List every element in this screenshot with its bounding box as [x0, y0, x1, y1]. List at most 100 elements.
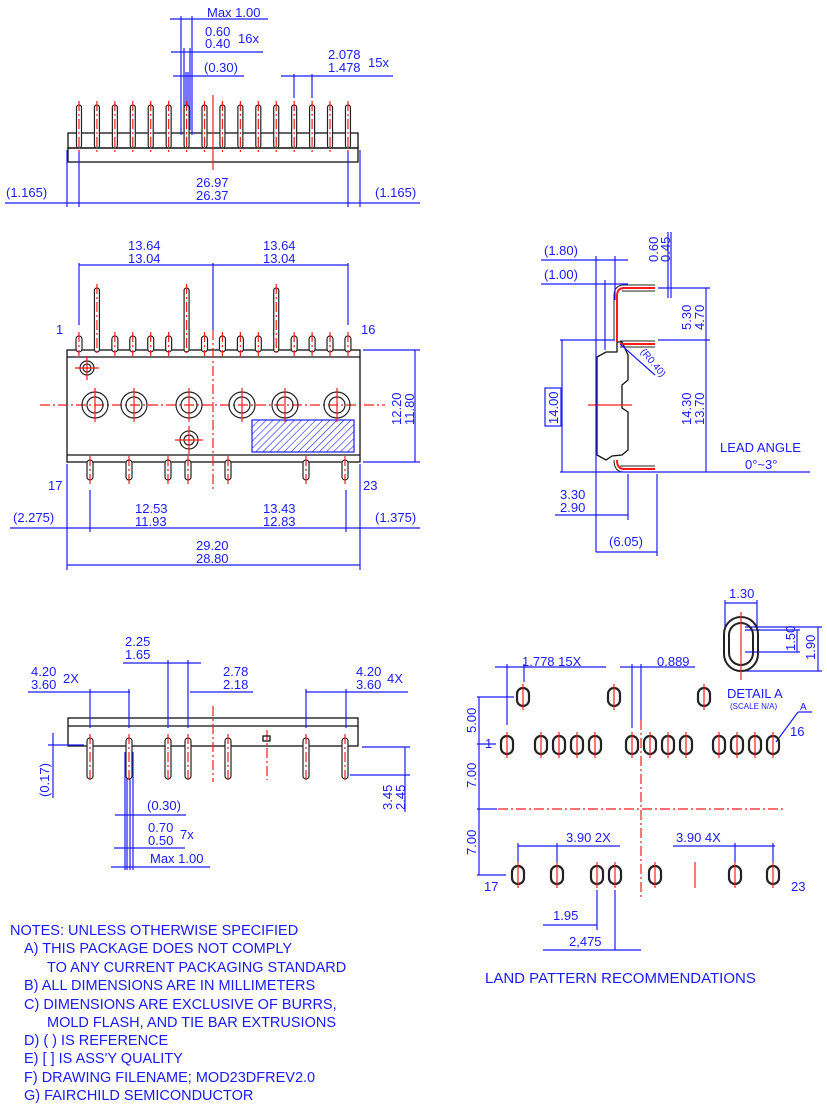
side-lower-min: 13.70: [692, 392, 707, 425]
bottom-left-max: 4.20: [31, 664, 56, 679]
top-span-max: 26.97: [196, 175, 229, 190]
bottom-lead-w-min: 0.50: [148, 833, 173, 848]
bottom-lead-ref: (0.30): [147, 798, 181, 813]
top-max-width: Max 1.00: [207, 5, 260, 20]
note-line: TO ANY CURRENT PACKAGING STANDARD: [47, 960, 346, 976]
front-bottom-left-min: 11.93: [135, 514, 167, 529]
bottom-max-width: Max 1.00: [150, 851, 203, 866]
top-lead-width-min: 0.40: [205, 36, 230, 51]
side-upper-max: 5.30: [679, 305, 694, 330]
side-lead-t-max: 0.60: [646, 237, 661, 262]
detail-a-title: DETAIL A: [727, 686, 783, 701]
land-pattern: 1.778 15X 0.889 5.00 7.00 7.00 1 16 17 2…: [464, 586, 822, 987]
land-center-to-lower: 7.00: [464, 830, 479, 855]
pin-label-23: 23: [363, 478, 377, 493]
bottom-right-count: 4X: [387, 671, 403, 686]
note-line: F) DRAWING FILENAME; MOD23DFREV2.0: [24, 1070, 315, 1086]
note-line: B) ALL DIMENSIONS ARE IN MILLIMETERS: [24, 978, 315, 994]
detail-a-scale: (SCALE N/A): [730, 702, 777, 711]
pin-label-16: 16: [361, 322, 375, 337]
front-view: 13.64 13.04 13.64 13.04 1 16 17 23 12.20…: [10, 238, 420, 570]
land-dimension-lines: [477, 600, 822, 951]
side-body-outline: [596, 341, 629, 461]
bottom-mid-max: 2.78: [223, 664, 248, 679]
bottom-lead-w-max: 0.70: [148, 820, 173, 835]
land-upper-to-center: 7.00: [464, 763, 479, 788]
hatched-marking-area: [251, 419, 355, 453]
side-basic-height: 14.00: [546, 391, 561, 424]
bottom-right-min: 3.60: [356, 677, 381, 692]
top-lead-ref: (0.30): [204, 60, 238, 75]
bottom-lead-w-count: 7x: [180, 827, 194, 842]
side-ref-100: (1.00): [544, 267, 578, 282]
land-pin-16: 16: [790, 724, 804, 739]
land-dim-195: 1.95: [553, 908, 578, 923]
front-height-max: 12.20: [389, 392, 404, 425]
pad-width: 1.30: [729, 586, 754, 601]
detail-a-pad: [723, 612, 759, 680]
note-line: NOTES: UNLESS OTHERWISE SPECIFIED: [10, 923, 298, 939]
note-line: E) [ ] IS ASS'Y QUALITY: [24, 1051, 183, 1067]
bottom-len-max: 3.45: [380, 785, 395, 810]
note-line: D) ( ) IS REFERENCE: [24, 1033, 169, 1049]
land-pitch-left: 3.90 2X: [566, 830, 611, 845]
side-depth-ref: (6.05): [609, 534, 643, 549]
top-view: Max 1.00 0.60 0.40 16x (0.30) 2.078 1.47…: [5, 5, 420, 207]
bottom-left-min: 3.60: [31, 677, 56, 692]
top-pitch-count: 15x: [368, 55, 389, 70]
bottom-standoff: (0.17): [37, 763, 52, 797]
top-left-ref: (1.165): [6, 185, 47, 200]
note-line: MOLD FLASH, AND TIE BAR EXTRUSIONS: [47, 1015, 336, 1031]
pin-label-17: 17: [48, 478, 62, 493]
notes-block: NOTES: UNLESS OTHERWISE SPECIFIED A) THI…: [10, 923, 346, 1104]
bottom-dimension-lines: [28, 660, 410, 870]
side-leads: [616, 287, 655, 470]
top-span-min: 26.37: [196, 188, 229, 203]
bottom-right-max: 4.20: [356, 664, 381, 679]
front-left-span-max: 13.64: [128, 238, 161, 253]
side-lower-max: 14.30: [679, 392, 694, 425]
front-bottom-left-max: 12.53: [135, 501, 168, 516]
note-line: A) THIS PACKAGE DOES NOT COMPLY: [24, 941, 292, 957]
lead-angle-label: LEAD ANGLE: [720, 440, 801, 455]
side-ref-180: (1.80): [544, 243, 578, 258]
side-dimension-lines: [541, 232, 810, 556]
front-left-ref: (2.275): [13, 510, 54, 525]
land-pin-17: 17: [484, 879, 498, 894]
land-pin-23: 23: [791, 879, 805, 894]
basic-dimension-box: [544, 387, 562, 427]
lead-angle-value: 0°~3°: [745, 457, 777, 472]
bottom-gap-max: 2.25: [125, 634, 150, 649]
bottom-len-min: 2.45: [393, 785, 408, 810]
land-pattern-title: LAND PATTERN RECOMMENDATIONS: [485, 970, 756, 987]
land-pitch-right: 3.90 4X: [676, 830, 721, 845]
bottom-mid-min: 2.18: [223, 677, 248, 692]
bottom-gap-min: 1.65: [125, 647, 150, 662]
land-pin-1: 1: [485, 736, 492, 751]
front-length-min: 28.80: [196, 551, 229, 566]
front-bottom-right-max: 13.43: [263, 501, 296, 516]
top-right-ref: (1.165): [375, 185, 416, 200]
front-height-min: 11.80: [402, 393, 417, 425]
front-length-max: 29.20: [196, 538, 229, 553]
front-right-ref: (1.375): [375, 510, 416, 525]
side-view: (1.80) (1.00) 0.60 0.45 5.30 4.70 (R0.40…: [541, 232, 810, 556]
note-line: C) DIMENSIONS ARE EXCLUSIVE OF BURRS,: [24, 997, 337, 1013]
front-left-span-min: 13.04: [128, 251, 161, 266]
front-right-span-max: 13.64: [263, 238, 296, 253]
land-offset: 0.889: [657, 654, 690, 669]
bottom-view: 2.25 1.65 4.20 3.60 2X 2.78 2.18 4.20 3.…: [28, 634, 410, 870]
top-lead-width-count: 16x: [238, 31, 259, 46]
side-thick-max: 3.30: [560, 487, 585, 502]
front-bottom-right-min: 12.83: [263, 514, 296, 529]
pin-label-1: 1: [56, 322, 63, 337]
land-dim-2475: 2,475: [569, 934, 602, 949]
side-lead-t-min: 0.45: [658, 237, 673, 262]
bottom-left-count: 2X: [63, 671, 79, 686]
top-pitch-max: 2.078: [328, 47, 361, 62]
top-pitch-min: 1.478: [328, 60, 361, 75]
pad-inner-height: 1.50: [783, 626, 798, 651]
land-row-gap: 5.00: [464, 708, 479, 733]
pad-outer-height: 1.90: [803, 635, 818, 660]
